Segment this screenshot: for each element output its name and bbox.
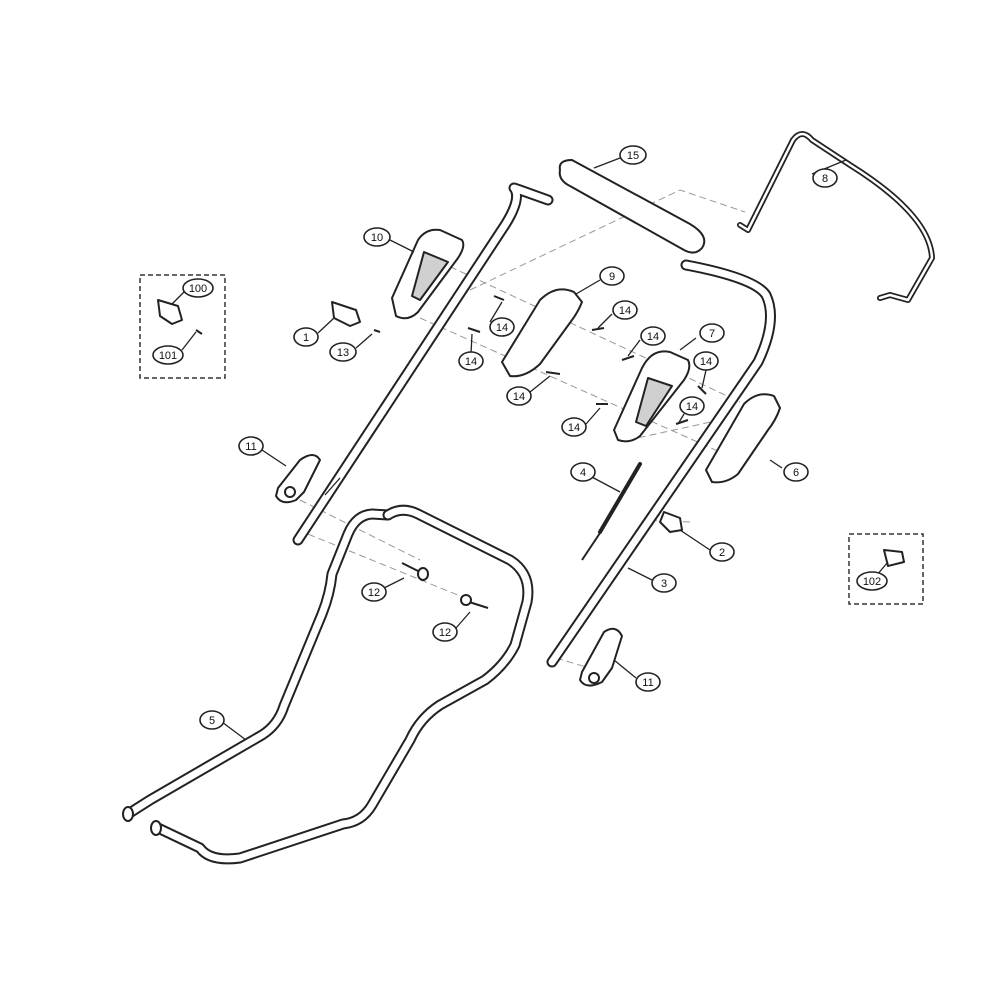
callout-13-label: 13 [337, 347, 349, 359]
callout-101-label: 101 [159, 350, 177, 362]
right-upper-handle-tube [546, 259, 776, 668]
callout-5-label: 5 [209, 715, 215, 727]
callout-10-label: 10 [371, 232, 383, 244]
callout-14-c-label: 14 [619, 305, 631, 317]
bolt-12-upper [401, 562, 429, 581]
control-bail [737, 131, 935, 303]
callout-14-a-label: 14 [496, 322, 508, 334]
callout-14-g-label: 14 [568, 422, 580, 434]
callout-14-b: 14 [458, 351, 484, 371]
callout-2: 2 [709, 542, 735, 562]
callout-15: 15 [619, 145, 647, 165]
callout-8-label: 8 [822, 173, 828, 185]
callout-6-label: 6 [793, 467, 799, 479]
callout-11-lower: 11 [635, 672, 661, 692]
callout-3: 3 [651, 573, 677, 593]
callout-12-upper: 12 [361, 582, 387, 602]
callout-11-upper-label: 11 [245, 441, 256, 453]
kit-box-100-101 [139, 274, 226, 379]
callout-10: 10 [363, 227, 391, 247]
callout-4: 4 [570, 462, 596, 482]
callout-9: 9 [599, 266, 625, 286]
right-handle-cover [705, 393, 781, 484]
callout-5: 5 [199, 710, 225, 730]
cable-clip-100 [157, 299, 183, 325]
callout-14-g: 14 [561, 417, 587, 437]
callout-102: 102 [856, 571, 888, 591]
callout-12-upper-label: 12 [368, 587, 380, 599]
callout-1: 1 [293, 327, 319, 347]
callout-101: 101 [152, 345, 184, 365]
callout-14-h: 14 [679, 396, 705, 416]
callout-14-d-label: 14 [647, 331, 659, 343]
callout-7: 7 [699, 323, 725, 343]
callout-14-f: 14 [693, 351, 719, 371]
callout-4-label: 4 [580, 467, 586, 479]
callout-7-label: 7 [709, 328, 715, 340]
callout-11-upper: 11 [238, 436, 264, 456]
callout-3-label: 3 [661, 578, 667, 590]
cam-lever-upper [275, 454, 321, 504]
callout-14-f-label: 14 [700, 356, 712, 368]
callout-14-d: 14 [640, 326, 666, 346]
left-upper-handle-tube [292, 182, 554, 546]
cable-bracket [659, 511, 683, 533]
cable-rod [581, 462, 642, 561]
right-handle-housing [613, 350, 691, 443]
callout-12-lower: 12 [432, 622, 458, 642]
kit-box-102 [848, 533, 924, 605]
left-handle-cover [501, 288, 583, 378]
callout-100-label: 100 [189, 283, 207, 295]
cam-lever-lower [579, 627, 623, 687]
callout-9-label: 9 [609, 271, 615, 283]
knob-102 [883, 549, 905, 567]
callout-14-e: 14 [506, 386, 532, 406]
leader-lines [171, 157, 889, 741]
lower-handle-frame [122, 504, 534, 865]
callout-2-label: 2 [719, 547, 725, 559]
callout-6: 6 [783, 462, 809, 482]
cable-clip-1 [331, 301, 361, 327]
top-grip [558, 159, 706, 254]
callout-13: 13 [329, 342, 357, 362]
callout-14-b-label: 14 [465, 356, 477, 368]
callout-14-a: 14 [489, 317, 515, 337]
callout-15-label: 15 [627, 150, 639, 162]
callout-8: 8 [812, 168, 838, 188]
left-handle-housing [391, 228, 465, 320]
callout-14-c: 14 [612, 300, 638, 320]
callout-11-lower-label: 11 [642, 677, 653, 689]
callout-102-label: 102 [863, 576, 881, 588]
callout-1-label: 1 [303, 332, 309, 344]
bolt-12-lower [460, 594, 489, 609]
callout-14-h-label: 14 [686, 401, 698, 413]
callout-100: 100 [182, 278, 214, 298]
callout-14-e-label: 14 [513, 391, 525, 403]
callout-12-lower-label: 12 [439, 627, 451, 639]
